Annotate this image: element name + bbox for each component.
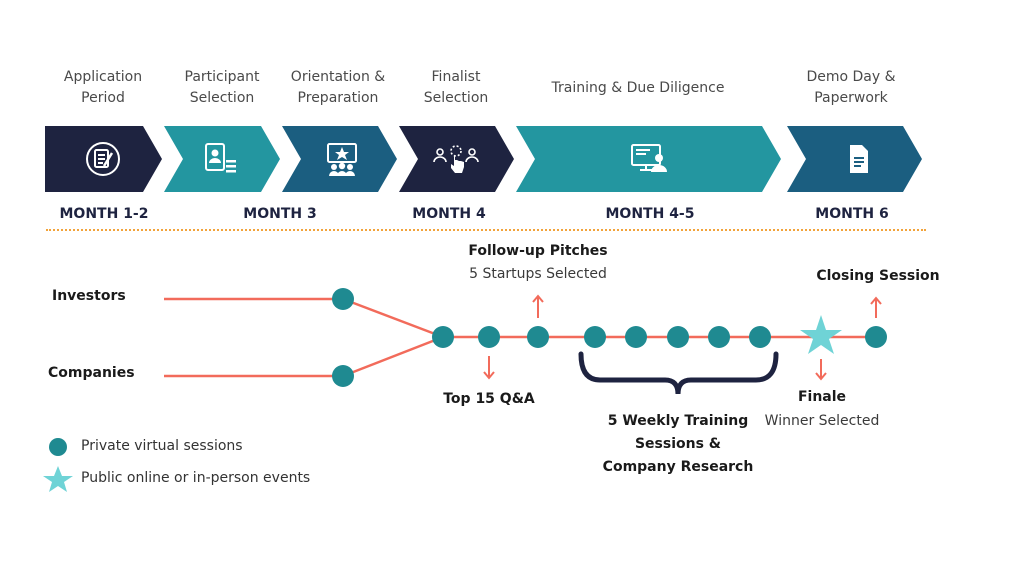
node-followup bbox=[527, 326, 549, 348]
month-label-4: MONTH 4 bbox=[412, 206, 486, 222]
node-companies bbox=[332, 365, 354, 387]
top15-label: Top 15 Q&A bbox=[443, 391, 535, 407]
month-label-6: MONTH 6 bbox=[815, 206, 889, 222]
node-training-4 bbox=[708, 326, 730, 348]
timeline-nodes bbox=[332, 288, 887, 387]
arrows bbox=[483, 294, 882, 381]
node-closing bbox=[865, 326, 887, 348]
arrow-down-finale-icon bbox=[815, 359, 827, 381]
dotted-divider bbox=[46, 229, 926, 231]
application-form-icon bbox=[86, 142, 120, 176]
chevron-participant bbox=[164, 126, 280, 192]
input-label-investors: Investors bbox=[52, 288, 126, 304]
arrow-down-top15-icon bbox=[483, 356, 495, 380]
document-icon bbox=[850, 145, 868, 173]
finale-title: Finale bbox=[797, 389, 847, 405]
virtual-training-icon bbox=[631, 144, 667, 172]
node-training-2 bbox=[625, 326, 647, 348]
orientation-audience-icon bbox=[327, 143, 357, 176]
legend-star-icon bbox=[43, 466, 73, 492]
chevron-orientation bbox=[282, 126, 397, 192]
chevron-training bbox=[516, 126, 781, 192]
arrow-up-closing-icon bbox=[870, 296, 882, 318]
node-investors bbox=[332, 288, 354, 310]
phase-label-participant: Participant Selection bbox=[184, 69, 260, 106]
phase-label-orientation: Orientation & Preparation bbox=[290, 69, 386, 106]
star-finale-icon bbox=[800, 315, 842, 354]
node-top15 bbox=[478, 326, 500, 348]
legend-public-label: Public online or in-person events bbox=[81, 470, 311, 486]
node-merge bbox=[432, 326, 454, 348]
training-label: 5 Weekly Training Sessions & Company Res… bbox=[602, 413, 754, 475]
input-label-companies: Companies bbox=[48, 365, 135, 381]
month-label-4-5: MONTH 4-5 bbox=[605, 206, 695, 222]
finalist-select-icon bbox=[433, 145, 479, 173]
participant-profile-icon bbox=[205, 143, 236, 173]
legend-circle-icon bbox=[49, 438, 67, 456]
training-brace-icon bbox=[578, 351, 779, 395]
timeline-lines bbox=[164, 297, 876, 378]
finale-subtitle: Winner Selected bbox=[764, 413, 880, 429]
closing-title: Closing Session bbox=[816, 268, 940, 284]
phase-label-demo-day: Demo Day & Paperwork bbox=[806, 69, 896, 106]
chevron-finalist bbox=[399, 126, 514, 192]
node-training-5 bbox=[749, 326, 771, 348]
legend-private-label: Private virtual sessions bbox=[81, 438, 243, 454]
node-training-1 bbox=[584, 326, 606, 348]
followup-subtitle: 5 Startups Selected bbox=[469, 266, 607, 282]
phase-label-finalist: Finalist Selection bbox=[423, 69, 489, 106]
phase-label-training: Training & Due Diligence bbox=[551, 80, 725, 96]
month-label-3: MONTH 3 bbox=[243, 206, 317, 222]
month-label-1-2: MONTH 1-2 bbox=[59, 206, 149, 222]
followup-title: Follow-up Pitches bbox=[468, 243, 608, 259]
phase-label-application: Application Period bbox=[63, 69, 143, 106]
arrow-up-followup-icon bbox=[532, 294, 544, 318]
node-training-3 bbox=[667, 326, 689, 348]
